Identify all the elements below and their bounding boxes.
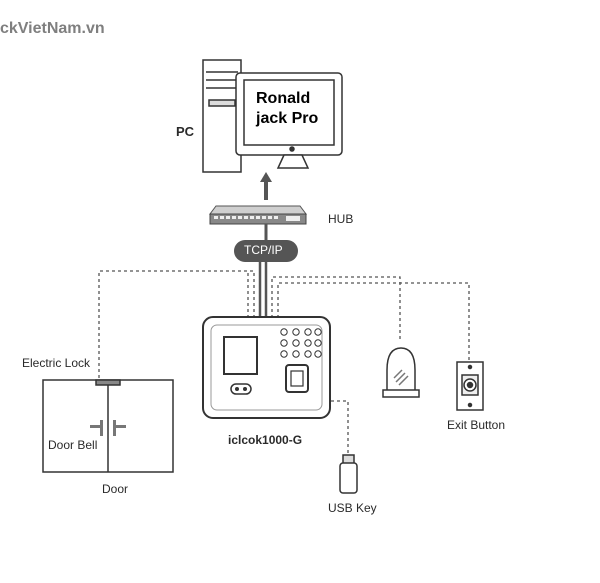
pc-label: PC <box>176 124 195 139</box>
dashed-wiring <box>98 270 470 455</box>
hub-label: HUB <box>328 212 354 226</box>
monitor-screen-text: Ronald jack Pro <box>256 89 318 129</box>
tcpip-badge <box>234 240 298 262</box>
device-label: iclcok1000-G <box>228 433 303 447</box>
electric-lock-label: Electric Lock <box>22 356 91 370</box>
electric-lock-icon <box>95 379 121 386</box>
siren-bell-icon <box>382 347 420 398</box>
time-attendance-device-icon <box>202 316 331 419</box>
exit-button-label: Exit Button <box>447 418 506 432</box>
arrow-up-icon <box>260 172 272 200</box>
watermark-text: ckVietNam.vn <box>0 20 105 37</box>
usb-key-icon <box>339 454 358 494</box>
door-label: Door <box>102 482 129 496</box>
usb-key-label: USB Key <box>328 501 377 515</box>
tcpip-label: TCP/IP <box>244 243 283 257</box>
exit-button-icon <box>456 361 484 411</box>
screen-line-2: jack Pro <box>256 110 319 127</box>
door-bell-label: Door Bell <box>48 438 98 452</box>
hub-switch-icon <box>209 205 307 225</box>
door-icon <box>42 379 174 473</box>
monitor-icon <box>235 72 343 169</box>
screen-line-1: Ronald <box>256 90 311 107</box>
